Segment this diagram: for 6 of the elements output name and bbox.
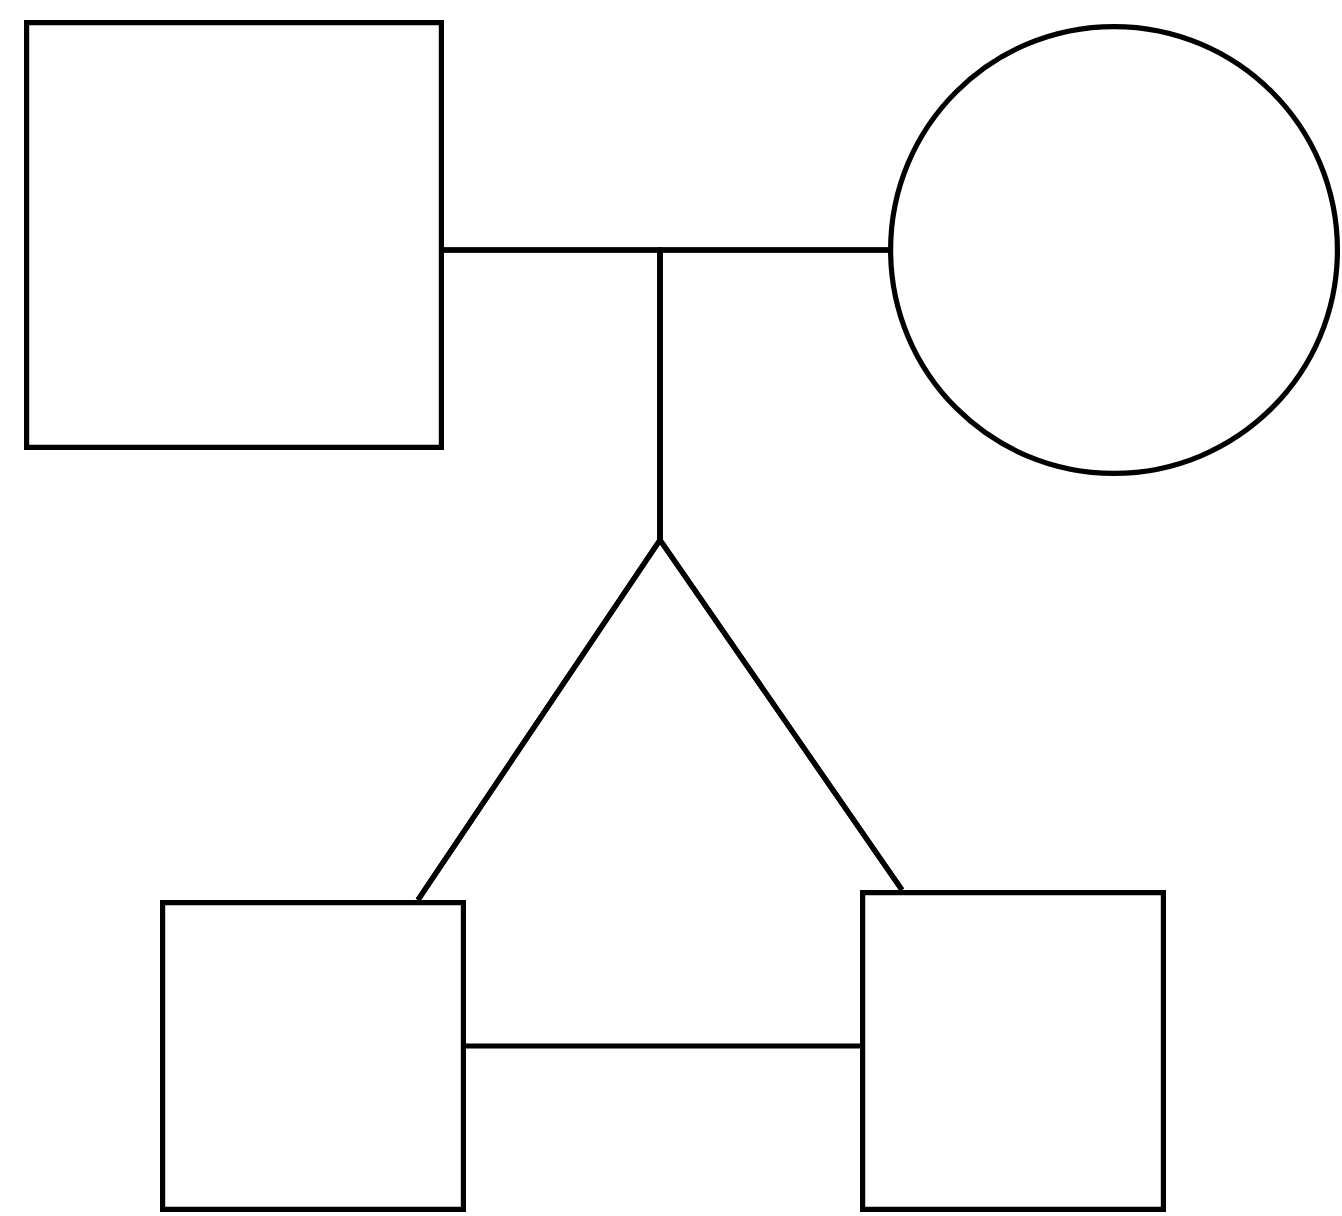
connector-line bbox=[466, 1043, 860, 1049]
pedigree-square bbox=[160, 900, 466, 1212]
pedigree-square bbox=[860, 890, 1166, 1212]
pedigree-circle bbox=[888, 24, 1340, 476]
pedigree-square bbox=[24, 19, 444, 450]
connector-line bbox=[657, 247, 905, 892]
